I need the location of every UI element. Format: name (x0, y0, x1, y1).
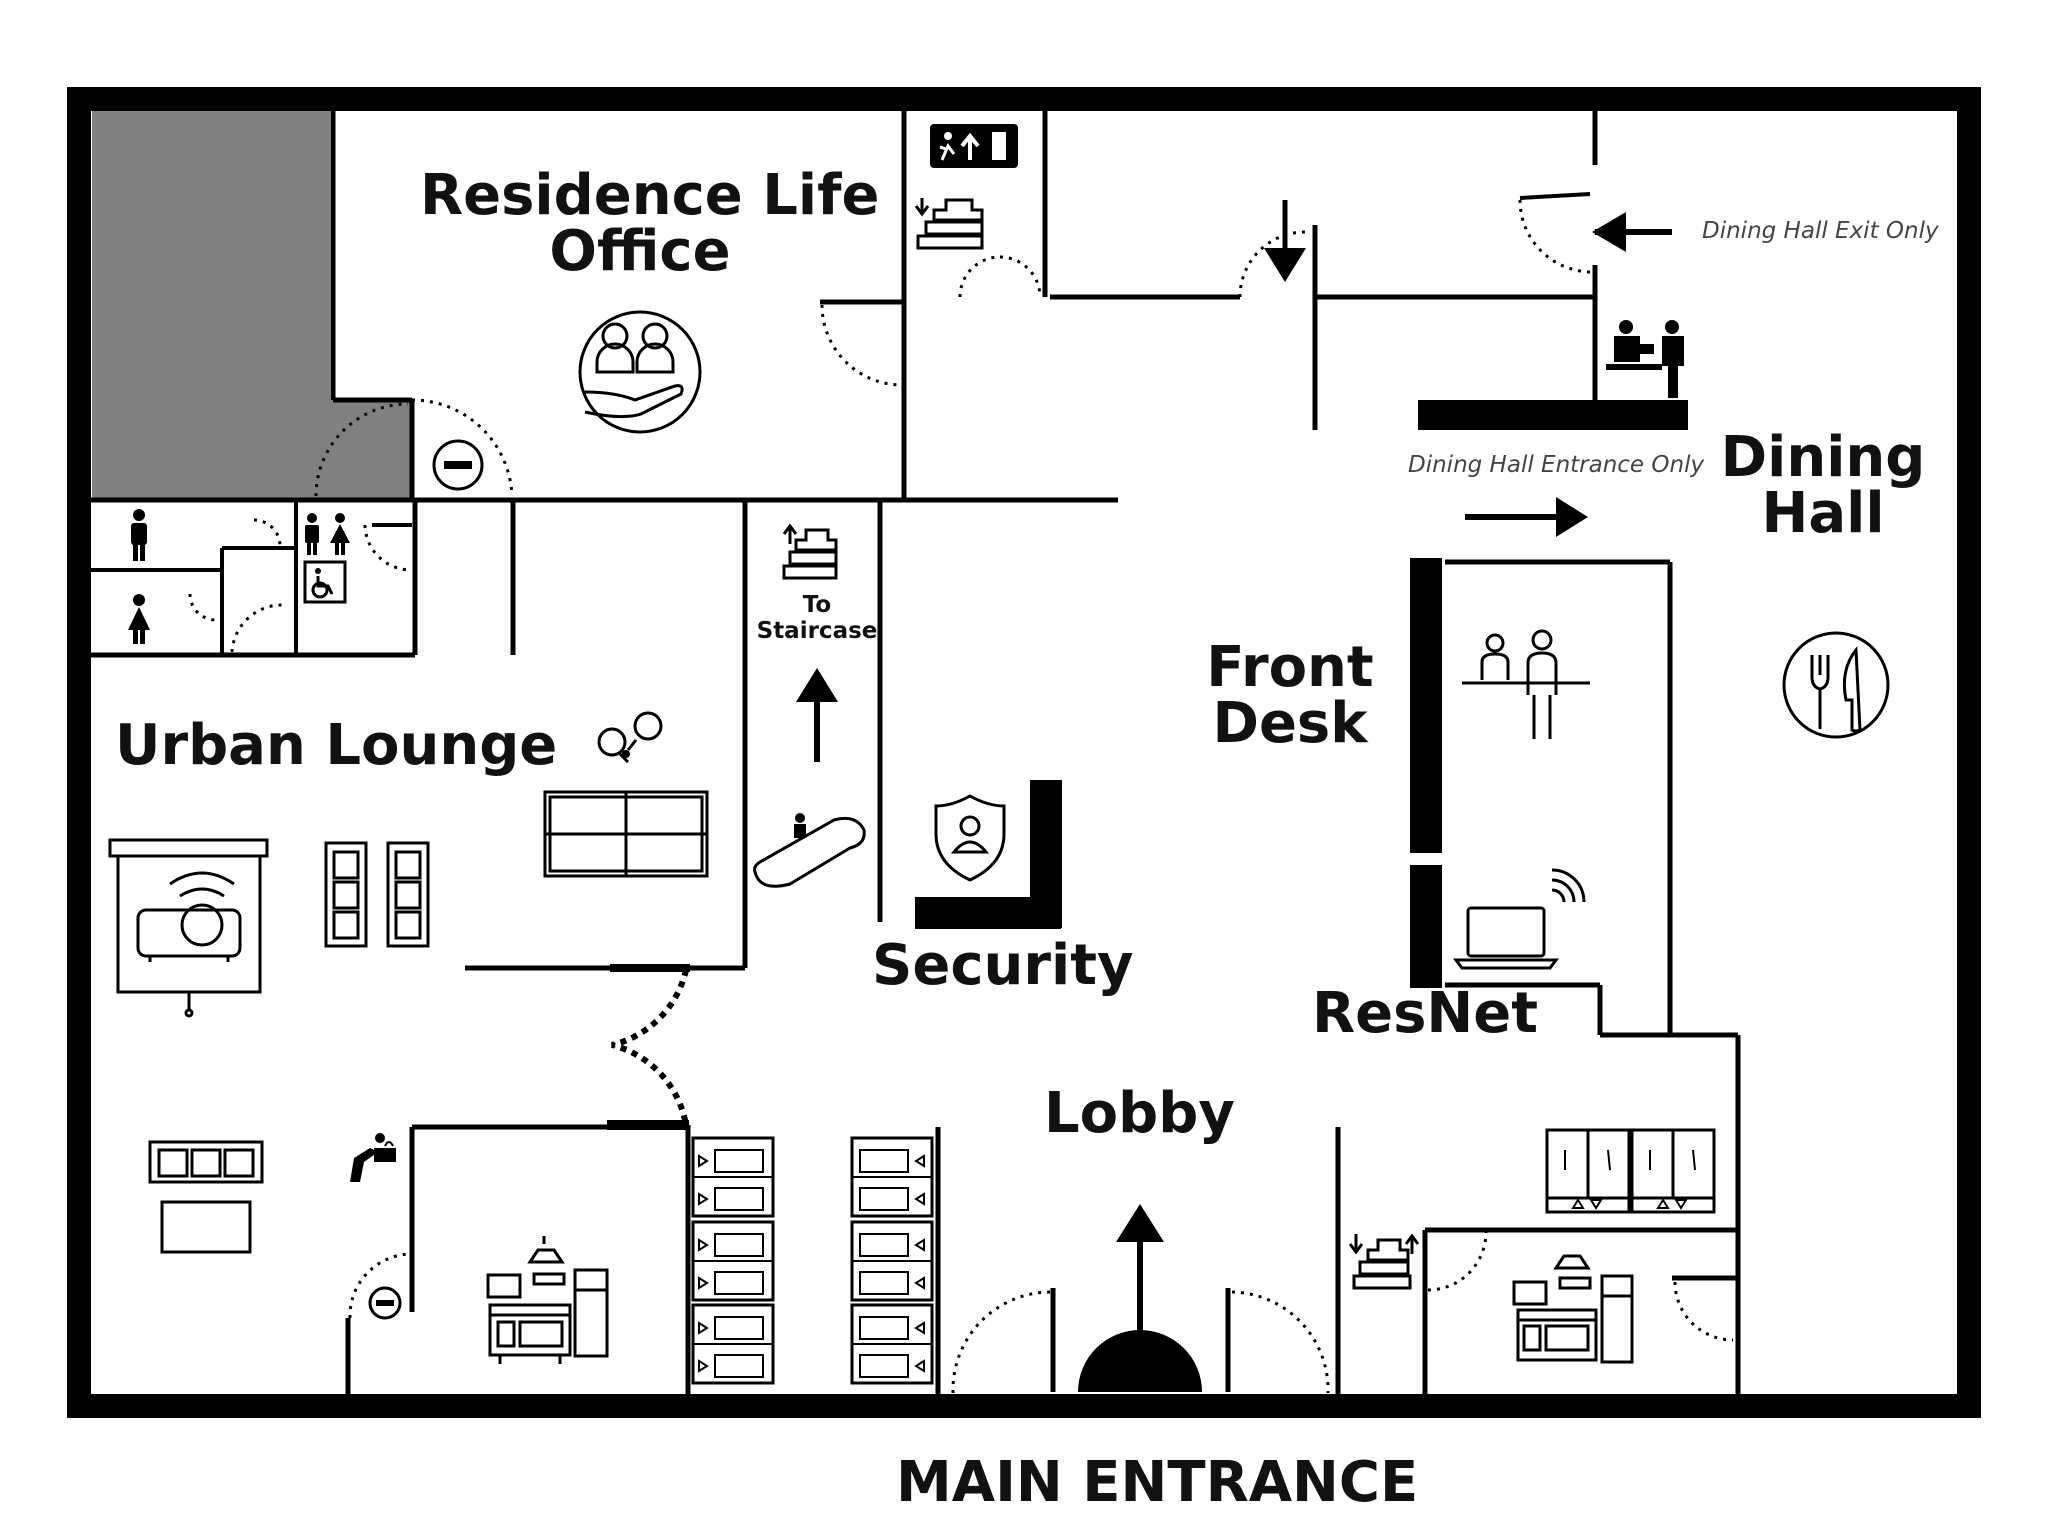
entrance-marker-icon (1078, 1204, 1202, 1392)
arrow-down-icon (1264, 200, 1306, 282)
elevator-icon (1545, 1128, 1716, 1214)
no-entry-icon (432, 439, 484, 491)
resnet-label: ResNet (1312, 981, 1539, 1046)
dining-entrance-note: Dining Hall Entrance Only (1408, 452, 1705, 478)
to-staircase-label: To Staircase (756, 592, 878, 645)
laptop-wifi-icon (1453, 868, 1586, 970)
main-entrance-title: MAIN ENTRANCE (896, 1450, 1419, 1515)
security-shield-icon (934, 794, 1006, 882)
staircase-icon (914, 198, 984, 250)
counters (607, 400, 1688, 1130)
womens-restroom-icon (128, 594, 150, 644)
ping-pong-icon (597, 711, 663, 764)
interior-walls (88, 110, 1741, 1400)
security-label: Security (872, 933, 1134, 998)
restricted-area (92, 110, 412, 498)
water-fountain-icon (350, 1133, 396, 1182)
kitchen-icon (486, 1236, 609, 1364)
kitchen-icon (1512, 1254, 1634, 1364)
entrance-arrow-icon (1465, 497, 1588, 537)
lobby-label: Lobby (1044, 1081, 1235, 1146)
projector-screen-icon (108, 838, 269, 1018)
up-arrow-icon (796, 668, 838, 762)
sofa-icon (148, 1140, 264, 1184)
cashier-icon (1606, 320, 1684, 398)
dining-exit-note: Dining Hall Exit Only (1702, 218, 1939, 244)
outer-wall (67, 87, 1981, 1418)
dining-icon (1782, 631, 1890, 739)
mens-restroom-icon (131, 509, 147, 561)
no-entry-icon (368, 1286, 402, 1320)
door-swings (188, 192, 1734, 1394)
mailbox-icon (691, 1136, 934, 1385)
exit-arrow-icon (1592, 212, 1672, 252)
unisex-restroom-icon (305, 513, 350, 555)
front-desk-staff-icon (1462, 629, 1590, 739)
residence-life-office-label: Residence Life Office (420, 163, 880, 284)
front-desk-label: Front Desk (1206, 635, 1374, 756)
residence-life-icon (578, 310, 702, 434)
dining-hall-label: Dining Hall (1720, 425, 1926, 546)
staircase-icon (782, 523, 838, 580)
emergency-exit-sign-icon (930, 124, 1018, 168)
couch-icon (324, 841, 430, 948)
staircase-icon (1348, 1233, 1420, 1290)
ping-pong-table-icon (543, 790, 709, 878)
escalator-icon (753, 813, 866, 888)
urban-lounge-label: Urban Lounge (115, 713, 558, 778)
coffee-table-icon (160, 1200, 252, 1254)
wheelchair-icon (303, 560, 347, 604)
